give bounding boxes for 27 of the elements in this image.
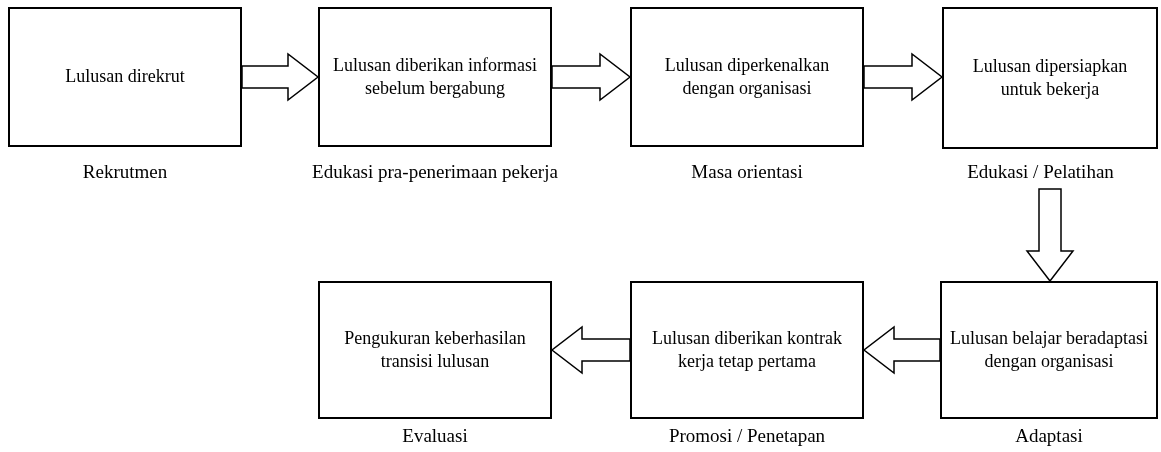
box-text: Lulusan diberikan informasi sebelum bergabung: [332, 53, 538, 100]
block-arrow: [551, 52, 632, 102]
block-arrow: [862, 325, 941, 375]
box-text: Lulusan direkrut: [65, 65, 185, 89]
block-arrow: [863, 52, 944, 102]
process-box: [318, 7, 552, 147]
box-text: Lulusan belajar beradaptasi dengan organisasi: [950, 326, 1148, 373]
box-text: Lulusan dipersiapkan untuk bekerja: [971, 54, 1129, 101]
box-text: Lulusan diberikan kontrak kerja tetap pertama: [651, 326, 843, 373]
process-box: [630, 7, 864, 147]
caption-text: Adaptasi: [1014, 424, 1084, 448]
block-arrow: [241, 52, 320, 102]
caption-text: Edukasi pra-penerimaan pekerja: [311, 160, 559, 184]
caption-text: Rekrutmen: [81, 160, 169, 184]
caption-text: Evaluasi: [401, 424, 469, 448]
process-box: [942, 7, 1158, 149]
process-box: [318, 281, 552, 419]
block-arrow: [1025, 188, 1075, 283]
box-text: Lulusan diperkenalkan dengan organisasi: [663, 53, 831, 100]
block-arrow: [550, 325, 631, 375]
box-text: Pengukuran keberhasilan transisi lulusan: [343, 326, 527, 373]
process-box: [8, 7, 242, 147]
caption-text: Promosi / Penetapan: [667, 424, 827, 448]
process-box: [630, 281, 864, 419]
caption-text: Edukasi / Pelatihan: [966, 160, 1115, 184]
process-box: [940, 281, 1158, 419]
caption-text: Masa orientasi: [690, 160, 804, 184]
